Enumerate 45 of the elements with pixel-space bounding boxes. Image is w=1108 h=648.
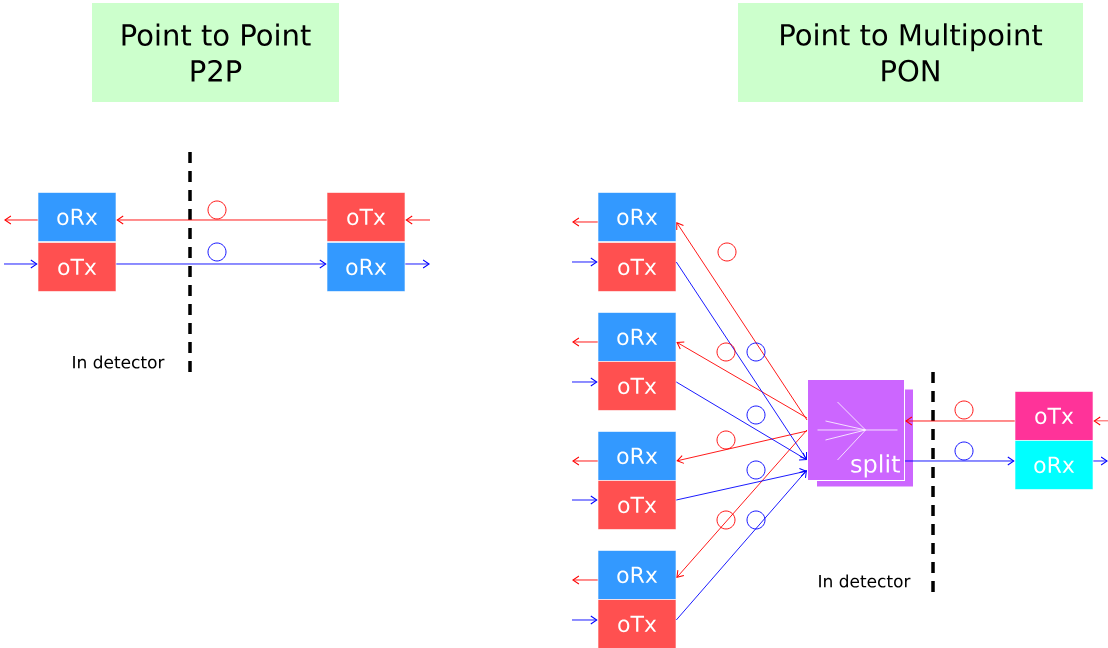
splitter-box: split: [807, 379, 914, 488]
arrow: [675, 470, 807, 621]
annotation: In detector: [819, 574, 911, 588]
arrow: [904, 456, 1015, 466]
arrow: [676, 429, 808, 578]
arrow: [905, 416, 1016, 426]
arrow: [572, 456, 599, 466]
arrow: [116, 215, 328, 225]
arrow: [675, 261, 808, 460]
module-box: oRx: [37, 192, 117, 242]
module-box: oTx: [597, 480, 677, 530]
module-box: oTx: [597, 599, 677, 648]
annotation: In detector: [73, 355, 165, 369]
arrow: [572, 337, 599, 347]
arrow: [4, 215, 39, 225]
module-box: oRx: [1014, 440, 1094, 490]
arrow: [571, 257, 598, 267]
arrow: [571, 495, 598, 505]
arrow: [675, 468, 807, 501]
module-box: oTx: [326, 192, 406, 242]
arrow: [572, 575, 599, 585]
arrow: [3, 259, 38, 269]
module-box: oRx: [597, 550, 677, 600]
arrow: [675, 381, 807, 461]
arrow: [572, 217, 599, 227]
arrow: [1093, 416, 1108, 426]
arrow: [115, 259, 327, 269]
title-box: Point to Multipoint PON: [738, 3, 1083, 102]
module-box: oRx: [326, 242, 406, 292]
arrow: [676, 222, 808, 421]
arrow: [676, 341, 808, 419]
module-box: oTx: [37, 242, 117, 292]
arrow: [1092, 456, 1108, 466]
arrow: [676, 430, 808, 464]
module-box: oTx: [597, 361, 677, 411]
title-box: Point to Point P2P: [92, 3, 339, 102]
module-box: oTx: [1014, 391, 1094, 441]
module-box: oRx: [597, 431, 677, 481]
arrow: [405, 215, 431, 225]
module-box: oRx: [597, 192, 677, 242]
module-box: oRx: [597, 312, 677, 362]
arrow: [571, 377, 598, 387]
arrow: [404, 259, 430, 269]
arrow: [571, 615, 598, 625]
module-box: oTx: [597, 242, 677, 292]
